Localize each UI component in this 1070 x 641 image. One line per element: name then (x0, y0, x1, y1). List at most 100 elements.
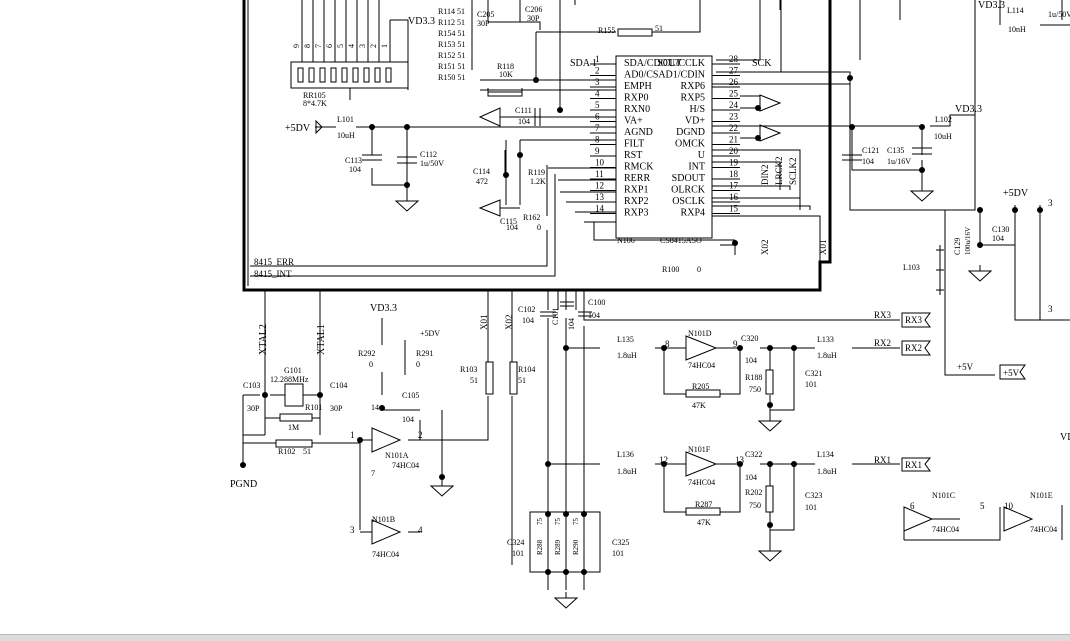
label-c104: C104 (330, 381, 347, 390)
label-n101ap: 74HC04 (392, 461, 419, 470)
label-c114v: 472 (476, 177, 488, 186)
label-c100v: 104 (588, 311, 600, 320)
label-n101bp: 74HC04 (372, 550, 399, 559)
label-x02a: X02 (760, 240, 770, 256)
label-c103v: 30P (247, 404, 260, 413)
label-r104: R104 (518, 365, 535, 374)
label-c135: C135 (887, 146, 904, 155)
label-r202: R202 (745, 488, 762, 497)
label-c115v: 104 (506, 223, 518, 232)
label-rx2: RX2 (874, 338, 891, 348)
label-l101: L101 (337, 115, 354, 124)
label-c322: C322 (745, 450, 762, 459)
label-r102: R102 (278, 447, 295, 456)
label-r289: R289 (554, 539, 562, 555)
label-sclk2: SCLK2 (788, 157, 798, 185)
label-r155: R155 (598, 26, 615, 35)
label-r103v: 51 (470, 376, 478, 385)
label-vd33r: VD3.3 (955, 104, 982, 115)
label-r119: R119 (528, 168, 545, 177)
label-n101ep: 74HC04 (1030, 525, 1057, 534)
label-l134: L134 (817, 450, 834, 459)
label-l135v: 1.8uH (617, 351, 637, 360)
label-l136v: 1.8uH (617, 467, 637, 476)
ic-pin-number: 7 (595, 123, 600, 133)
label-n3b: 3 (1048, 304, 1053, 314)
label-c111: C111 (515, 106, 532, 115)
label-rx1b: RX1 (905, 460, 922, 470)
label-c113: C113 (345, 156, 362, 165)
ic-pin-name: FILT (624, 139, 644, 150)
label-r104v: 51 (518, 376, 526, 385)
ic-pin-name: OSCLK (672, 196, 706, 207)
label-r75c: 75 (572, 518, 580, 526)
label-l103: L103 (903, 263, 920, 272)
pack-pin-number: 4 (347, 44, 356, 48)
ic-pin-number: 15 (729, 204, 739, 214)
label-vd33t: VD3.3 (978, 0, 1005, 11)
horizontal-scrollbar[interactable] (0, 634, 1070, 641)
label-l133v: 1.8uH (817, 351, 837, 360)
label-p5v3: +5V (957, 362, 974, 372)
ic-pin-name: VA+ (624, 116, 643, 127)
label-r103: R103 (460, 365, 477, 374)
label-l133: L133 (817, 335, 834, 344)
ic-pin-name: AD0/CS (624, 70, 658, 81)
ic-pin-name: RXP5 (681, 93, 705, 104)
label-r162v: 0 (537, 223, 541, 232)
label-r153: R153 51 (438, 40, 465, 49)
label-p9: 9 (733, 339, 738, 349)
label-vd33m: VD3.3 (370, 303, 397, 314)
label-n3a: 3 (1048, 198, 1053, 208)
label-din2: DIN2 (760, 165, 770, 186)
ic-pin-name: RERR (624, 173, 650, 184)
ic-pin-number: 14 (595, 204, 605, 214)
label-vl: VD (1060, 432, 1070, 443)
ic-pin-name: RXP3 (624, 208, 648, 219)
label-cap1u: 1u/50V (1048, 10, 1070, 19)
label-c105: C105 (402, 391, 419, 400)
label-pin3: 3 (350, 525, 355, 535)
label-n7: 7 (371, 469, 375, 478)
label-p8: 8 (665, 339, 670, 349)
label-c112: C112 (420, 150, 437, 159)
label-c129v: 100u/16V (964, 227, 972, 255)
ic-pin-number: 4 (595, 89, 600, 99)
label-r114: R114 51 (438, 7, 465, 16)
label-r288: R288 (536, 539, 544, 555)
label-r287: R287 (695, 500, 712, 509)
label-rx2b: RX2 (905, 343, 922, 353)
label-c102v: 104 (522, 316, 534, 325)
label-c320v: 104 (745, 356, 757, 365)
label-c135v: 1u/16V (887, 157, 911, 166)
label-r205: R205 (692, 382, 709, 391)
label-x01b: X01 (479, 315, 489, 331)
label-c130: C130 (992, 225, 1009, 234)
label-g101: G101 (284, 366, 302, 375)
pack-pin-number: 9 (292, 44, 301, 48)
label-c121: C121 (862, 146, 879, 155)
label-c101: C101 (551, 308, 560, 325)
label-r118v: 10K (499, 70, 513, 79)
ic-pin-name: OMCK (675, 139, 706, 150)
label-r291v: 0 (416, 360, 420, 369)
label-int: 8415_INT (254, 269, 292, 279)
ic-pin-number: 9 (595, 146, 600, 156)
label-pin4: 4 (418, 525, 423, 535)
label-l102: L102 (935, 115, 952, 124)
label-c121v: 104 (862, 157, 874, 166)
ic-pin-name: AD1/CDIN (658, 70, 705, 81)
label-p5v: +5DV (285, 123, 311, 134)
label-l134v: 1.8uH (817, 467, 837, 476)
ic-pin-name: RXP0 (624, 93, 648, 104)
label-c101v: 104 (567, 318, 576, 330)
ic-pin-number: 25 (729, 89, 739, 99)
label-n101d: N101D (688, 329, 712, 338)
ic-pin-number: 26 (729, 77, 739, 87)
label-r162: R162 (523, 213, 540, 222)
label-c205v: 30P (477, 19, 490, 28)
label-x01a: X01 (818, 240, 828, 256)
label-c324v: 101 (512, 549, 524, 558)
ic-pin-number: 20 (729, 146, 739, 156)
label-r118: R118 (497, 62, 514, 71)
